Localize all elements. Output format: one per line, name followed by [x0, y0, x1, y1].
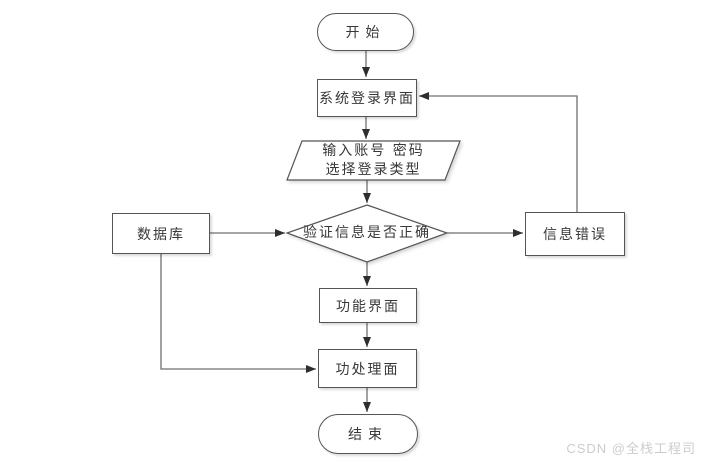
node-process-label: 功处理面 [335, 361, 400, 378]
node-error: 信息错误 [525, 212, 625, 256]
node-start: 开始 [317, 13, 414, 51]
node-function: 功能界面 [319, 288, 417, 323]
edge-database-process [160, 254, 316, 373]
node-input-label: 输入账号 密码 选择登录类型 [322, 142, 425, 178]
node-process: 功处理面 [318, 349, 417, 388]
node-error-label: 信息错误 [543, 227, 607, 243]
node-login-label: 系统登录界面 [319, 91, 415, 107]
node-decision-label: 验证信息是否正确 [303, 225, 431, 241]
io-parallelogram-shape [286, 140, 461, 181]
watermark: CSDN @全栈工程司 [566, 438, 696, 457]
node-database-label: 数据库 [137, 226, 185, 243]
watermark-text: CSDN @全栈工程司 [566, 441, 696, 456]
node-start-label: 开始 [345, 25, 386, 41]
node-login: 系统登录界面 [317, 79, 417, 117]
node-database: 数据库 [112, 213, 210, 254]
edge-error-login-feedback [419, 92, 578, 212]
decision-diamond-shape [285, 204, 449, 263]
node-end: 结束 [318, 414, 418, 454]
node-end-label: 结束 [348, 427, 388, 443]
node-function-label: 功能界面 [336, 298, 400, 315]
